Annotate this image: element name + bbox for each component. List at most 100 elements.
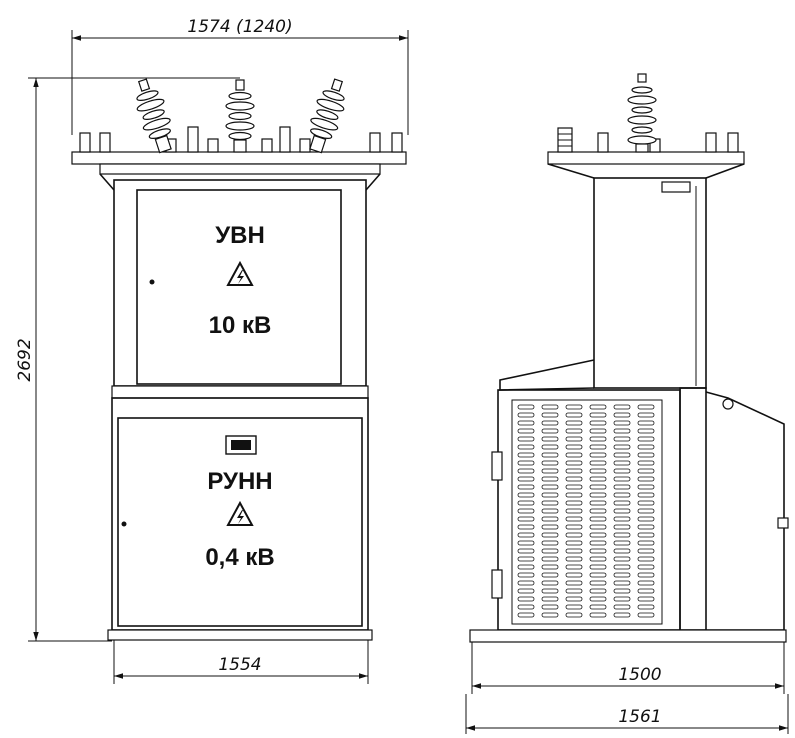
vent-slot bbox=[541, 532, 559, 538]
vent-slot bbox=[541, 500, 559, 506]
vent-slot bbox=[517, 588, 535, 594]
vent-slot bbox=[517, 500, 535, 506]
vent-slot bbox=[565, 420, 583, 426]
vent-slot bbox=[541, 404, 559, 410]
vent-slot bbox=[517, 556, 535, 562]
vent-slot bbox=[589, 436, 607, 442]
label-runn-voltage: 0,4 кВ bbox=[205, 544, 274, 571]
vent-slot bbox=[589, 572, 607, 578]
hv-insulator-right bbox=[309, 78, 345, 154]
vent-slot bbox=[565, 444, 583, 450]
vent-slot bbox=[565, 468, 583, 474]
vent-slot bbox=[541, 548, 559, 554]
vent-slot bbox=[589, 556, 607, 562]
vent-slot bbox=[541, 524, 559, 530]
side-base bbox=[469, 629, 787, 643]
dim-side-total-depth: 1561 bbox=[465, 694, 789, 734]
vent-slot bbox=[637, 604, 655, 610]
vent-slot bbox=[637, 492, 655, 498]
vent-slot bbox=[517, 572, 535, 578]
vent-slot bbox=[565, 612, 583, 618]
vent-slot bbox=[613, 404, 631, 410]
vent-slot bbox=[589, 540, 607, 546]
vent-slot bbox=[541, 444, 559, 450]
vent-slot bbox=[517, 508, 535, 514]
vent-slot bbox=[541, 572, 559, 578]
vent-slot bbox=[637, 500, 655, 506]
vent-slot bbox=[589, 596, 607, 602]
vent-slot bbox=[637, 404, 655, 410]
vent-slot bbox=[565, 564, 583, 570]
door-uvn[interactable] bbox=[136, 189, 342, 385]
vent-slot bbox=[637, 580, 655, 586]
side-door-open[interactable] bbox=[705, 391, 785, 631]
vent-slot bbox=[565, 596, 583, 602]
vent-slot bbox=[613, 444, 631, 450]
side-handle-upper[interactable] bbox=[491, 451, 503, 481]
side-view: 1500 1561 bbox=[465, 73, 789, 734]
vent-slot bbox=[565, 588, 583, 594]
side-surge-arrester bbox=[557, 127, 573, 153]
label-uvn: УВН bbox=[215, 222, 265, 249]
vent-slot bbox=[517, 484, 535, 490]
vent-slot bbox=[517, 524, 535, 530]
vent-slot bbox=[613, 476, 631, 482]
dim-front-base-width: 1554 bbox=[113, 640, 369, 684]
vent-slot bbox=[541, 588, 559, 594]
dim-front-top-width: 1574 (1240) bbox=[71, 17, 409, 135]
vent-slot bbox=[589, 460, 607, 466]
vent-slot bbox=[565, 476, 583, 482]
vent-slot bbox=[517, 532, 535, 538]
vent-slot bbox=[565, 436, 583, 442]
vent-slot bbox=[565, 548, 583, 554]
vent-slot bbox=[517, 412, 535, 418]
vent-slot bbox=[613, 540, 631, 546]
vent-slot bbox=[613, 580, 631, 586]
vent-slot bbox=[565, 460, 583, 466]
vent-slot bbox=[589, 500, 607, 506]
vent-slot bbox=[637, 556, 655, 562]
vent-slot bbox=[541, 436, 559, 442]
vent-slot bbox=[637, 564, 655, 570]
vent-slot bbox=[541, 492, 559, 498]
vent-slot bbox=[517, 452, 535, 458]
dim-front-top-width-label: 1574 (1240) bbox=[187, 17, 292, 37]
side-handle-lower[interactable] bbox=[491, 569, 503, 599]
vent-slot bbox=[541, 516, 559, 522]
vent-slot bbox=[589, 612, 607, 618]
door-runn-handle[interactable] bbox=[121, 521, 127, 527]
vent-slot bbox=[637, 572, 655, 578]
vent-slot bbox=[637, 444, 655, 450]
vent-slot bbox=[517, 548, 535, 554]
vent-slot bbox=[541, 556, 559, 562]
vent-slot bbox=[637, 516, 655, 522]
vent-slot bbox=[541, 580, 559, 586]
side-nameplate bbox=[661, 181, 691, 193]
side-upper-body bbox=[593, 177, 707, 389]
vent-slot bbox=[589, 532, 607, 538]
vent-slot bbox=[541, 484, 559, 490]
vent-slot bbox=[589, 484, 607, 490]
vent-slot bbox=[613, 588, 631, 594]
vent-slot bbox=[589, 428, 607, 434]
vent-slot bbox=[517, 476, 535, 482]
vent-slot bbox=[637, 612, 655, 618]
hv-insulator-center bbox=[225, 79, 255, 153]
vent-slot bbox=[589, 604, 607, 610]
vent-slot bbox=[541, 508, 559, 514]
vent-slot bbox=[613, 524, 631, 530]
vent-slot bbox=[565, 492, 583, 498]
door-uvn-handle[interactable] bbox=[149, 279, 155, 285]
vent-slot bbox=[565, 524, 583, 530]
vent-slot bbox=[541, 452, 559, 458]
door-runn[interactable] bbox=[117, 417, 363, 627]
vent-slot bbox=[565, 556, 583, 562]
vent-slot bbox=[589, 444, 607, 450]
vent-slot bbox=[541, 412, 559, 418]
vent-slot bbox=[565, 572, 583, 578]
vent-slot bbox=[541, 460, 559, 466]
vent-slot bbox=[517, 604, 535, 610]
side-lower-body bbox=[497, 389, 681, 631]
side-latch[interactable] bbox=[777, 517, 789, 529]
vent-slot bbox=[541, 420, 559, 426]
